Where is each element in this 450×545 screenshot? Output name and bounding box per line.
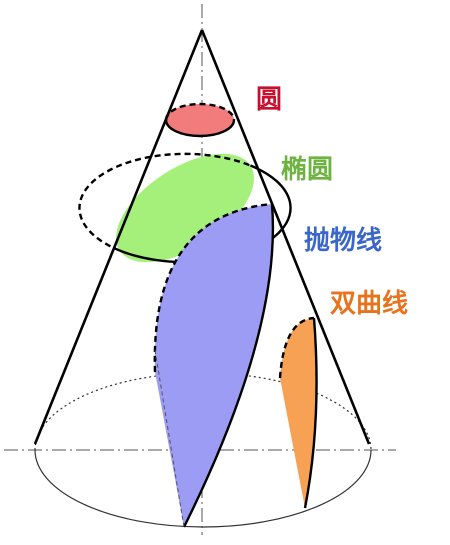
ellipse-label: 椭圆 [281,155,333,185]
parabola-chord [154,349,185,528]
circle-section-back-edge [164,102,236,121]
cone-left-side [33,29,204,445]
parabola-front-edge [182,203,275,528]
hyperbola-label: 双曲线 [330,289,408,319]
circle-section [166,104,234,136]
circle-section-front-edge [164,119,236,138]
base-ellipse-front [34,449,372,528]
hyperbola-section [280,318,317,508]
ellipse-section-back-edge [78,152,251,252]
parabola-back-edge [153,202,273,373]
parabola-section [154,204,273,527]
hyperbola-front-edge [303,317,318,509]
cone-right-side [200,29,371,445]
parabola-label: 抛物线 [304,226,382,256]
circle-label: 圆 [256,85,282,115]
base-ellipse-back [34,372,372,451]
ellipse-section [116,153,254,263]
hyperbola-back-edge [278,316,315,379]
